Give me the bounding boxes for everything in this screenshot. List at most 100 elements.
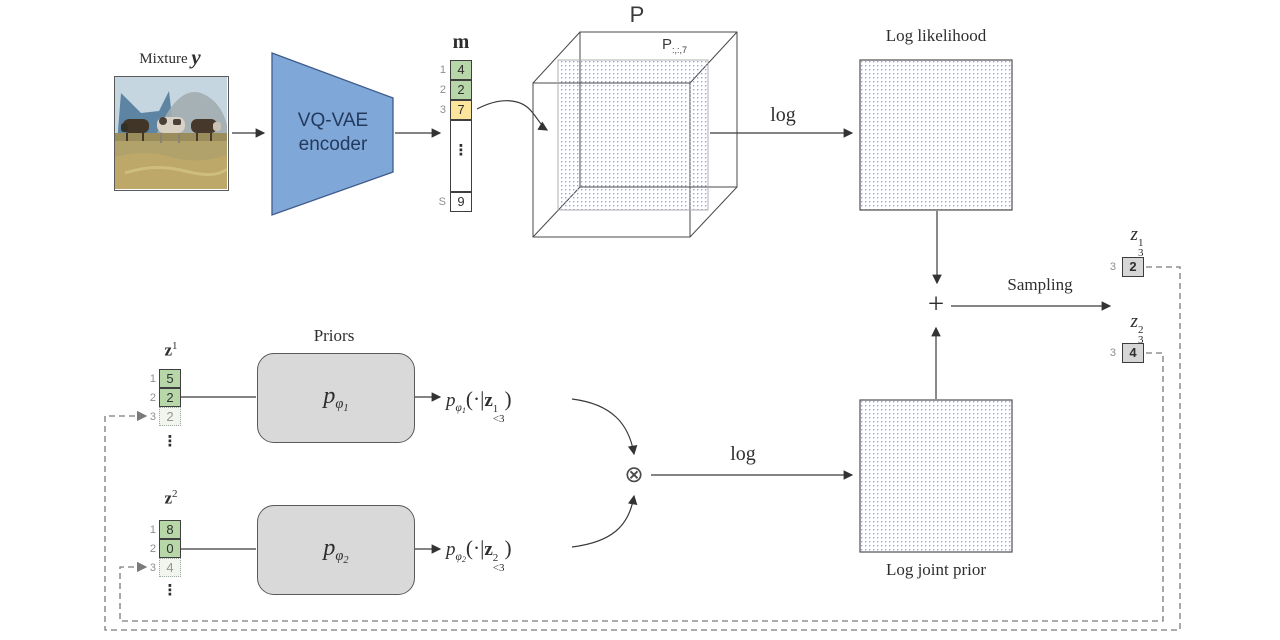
mixture-label: Mixture y: [114, 44, 226, 69]
mixture-image: [114, 76, 229, 191]
prior1-box: pφ1: [257, 353, 415, 443]
z3-1-sub: 3: [1137, 247, 1144, 259]
z3-2-value-box: 4: [1122, 343, 1144, 363]
z2-cell-1: 8: [159, 520, 181, 539]
plus-combiner: +: [927, 288, 945, 320]
z1-title-sup: 1: [172, 340, 178, 352]
p2o-z: z: [484, 539, 493, 560]
mixture-symbol: y: [191, 45, 201, 69]
p1o-zsup: 1: [492, 403, 499, 415]
z1-ellipsis: ⋮: [162, 432, 178, 450]
z3-2-sub: 3: [1137, 334, 1144, 346]
arrow-prior1-to-otimes: [571, 398, 638, 456]
cube-slice-label: P:,:,7: [662, 36, 718, 55]
arrow-prior2-to-otimes: [571, 494, 638, 548]
z1-row-label-3: 3: [149, 411, 156, 423]
p1o-close: ): [504, 387, 512, 411]
z1-cell-3: 2: [159, 407, 181, 426]
z3-2-base: z: [1130, 311, 1138, 332]
z1-row-label-1: 1: [149, 373, 156, 385]
prior2-box: pφ2: [257, 505, 415, 595]
m-row-label-1: 1: [439, 64, 446, 76]
feedback-loop-z3-2: [119, 352, 1164, 622]
p2o-close: ): [504, 536, 512, 560]
p2o-phi: φ: [455, 550, 462, 563]
vqvae-encoder-line2: encoder: [298, 134, 368, 155]
p1o-idx: 1: [461, 405, 466, 415]
prior2-symbol: pφ2: [323, 535, 348, 566]
vqvae-encoder-line1: VQ-VAE: [297, 110, 369, 131]
z2-title-sup: 2: [172, 488, 178, 500]
m-vector-title: m: [452, 31, 470, 53]
feedback-loop-z3-1: [104, 266, 1181, 631]
p2o-zsup: 2: [492, 552, 499, 564]
prior1-symbol: pφ1: [323, 383, 348, 414]
z3-2-row-label: 3: [1109, 347, 1116, 359]
m-vector-ellipsis: ⋮: [453, 141, 469, 159]
z1-vector-title: z1: [156, 340, 186, 361]
p2o-mid: (·|: [465, 536, 485, 560]
cube-slice-base: P: [662, 36, 673, 53]
z2-cell-3: 4: [159, 558, 181, 577]
z2-row-label-3: 3: [149, 562, 156, 574]
m-cell-3: 7: [450, 100, 472, 120]
m-cell-dots: ⋮: [450, 120, 472, 192]
vqvae-encoder-shape: [271, 52, 394, 216]
arrow-m3-to-cube: [476, 100, 549, 131]
z1-cell-2: 2: [159, 388, 181, 407]
log-likelihood-label: Log likelihood: [885, 26, 987, 45]
m-cell-1: 4: [450, 60, 472, 80]
prior2-p: p: [323, 534, 336, 561]
prior1-p: p: [323, 382, 336, 409]
m-cell-s: 9: [450, 192, 472, 212]
z3-1-base: z: [1130, 224, 1138, 245]
z3-1-sup: 1: [1137, 237, 1144, 249]
z2-title-base: z: [164, 488, 173, 508]
cow-shapes: [121, 117, 221, 143]
prior1-idx: 1: [343, 402, 349, 414]
prior2-phi: φ: [335, 548, 344, 565]
m-row-label-s: S: [438, 196, 446, 208]
cube-slice-plane: [557, 59, 709, 211]
z3-1-row-label: 3: [1109, 261, 1116, 273]
m-cell-2: 2: [450, 80, 472, 100]
cube-title: P: [629, 2, 645, 27]
z3-2-sup: 2: [1137, 324, 1144, 336]
mixture-image-scene: [115, 77, 228, 189]
p1o-mid: (·|: [465, 387, 485, 411]
vqvae-encoder-label: VQ-VAE encoder: [284, 109, 382, 157]
p2o-p: p: [446, 539, 456, 560]
log-joint-prior-map: [859, 399, 1013, 553]
p2o-zsub: <3: [492, 562, 505, 574]
z2-row-label-2: 2: [149, 543, 156, 555]
prior1-phi: φ: [335, 396, 344, 413]
z1-title-base: z: [164, 340, 173, 360]
m-row-label-3: 3: [439, 104, 446, 116]
log-label-top: log: [770, 104, 796, 126]
z1-row-label-2: 2: [149, 392, 156, 404]
p2o-idx: 2: [461, 554, 466, 564]
prior2-idx: 2: [343, 554, 349, 566]
log-label-bottom: log: [730, 443, 756, 465]
p1o-z: z: [484, 390, 493, 411]
priors-title: Priors: [313, 326, 355, 345]
z2-row-label-1: 1: [149, 524, 156, 536]
z2-ellipsis: ⋮: [162, 581, 178, 599]
sampling-label: Sampling: [1007, 275, 1073, 294]
z3-1-value-box: 2: [1122, 257, 1144, 277]
m-row-label-2: 2: [439, 84, 446, 96]
log-joint-prior-label: Log joint prior: [885, 560, 987, 579]
z2-vector-title: z2: [156, 488, 186, 509]
z1-cell-1: 5: [159, 369, 181, 388]
mixture-label-prefix: Mixture: [139, 51, 188, 67]
otimes-combiner: ⊗: [624, 462, 644, 488]
cube-slice-sub: :,:,7: [672, 45, 688, 55]
z2-cell-2: 0: [159, 539, 181, 558]
p1o-phi: φ: [455, 401, 462, 414]
